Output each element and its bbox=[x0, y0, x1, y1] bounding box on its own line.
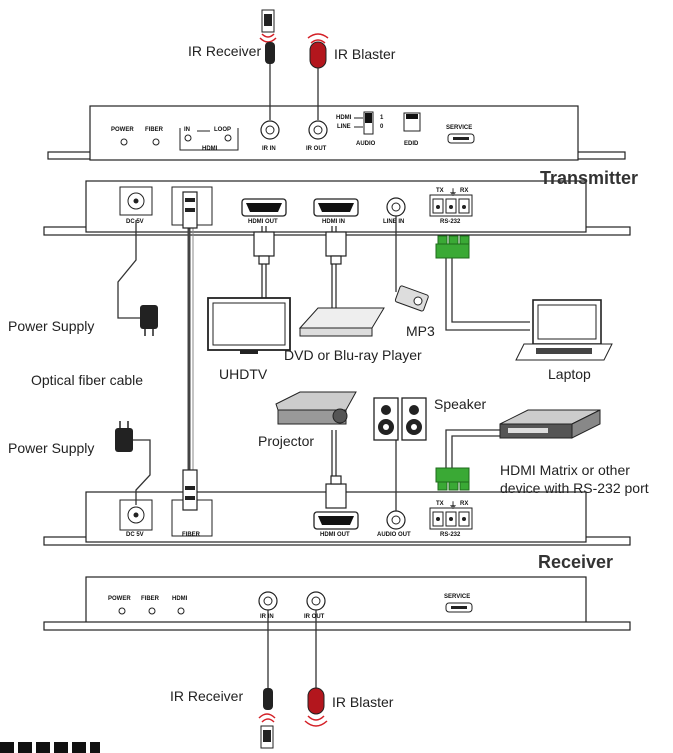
tx-power-label: POWER bbox=[111, 127, 134, 133]
rx-hdmi-out-label: HDMI OUT bbox=[320, 532, 350, 538]
dvd-player-device bbox=[298, 307, 385, 337]
projector-device bbox=[275, 391, 357, 425]
receiver-front-panel bbox=[43, 576, 631, 631]
tx-dc5v-label: DC 5V bbox=[126, 219, 144, 225]
ground-icon: ⏚ bbox=[449, 501, 457, 510]
tx-ir-in-label: IR IN bbox=[262, 146, 276, 152]
hdmi-matrix-label-line2: device with RS-232 port bbox=[500, 480, 649, 496]
rx-fiber-label: FIBER bbox=[182, 532, 200, 538]
receiver-label: Receiver bbox=[538, 552, 614, 572]
rx-dc5v-label: DC 5V bbox=[126, 532, 144, 538]
tx-edid-label: EDID bbox=[404, 141, 419, 147]
power-supply-tx-label: Power Supply bbox=[8, 318, 95, 334]
tx-fiber-label: FIBER bbox=[145, 127, 163, 133]
laptop-device bbox=[515, 299, 613, 361]
hdmi-matrix-label: HDMI Matrix or other bbox=[500, 462, 630, 478]
hdmi-plugs bbox=[253, 231, 347, 509]
rx-audio-out-label: AUDIO OUT bbox=[377, 532, 411, 538]
tx-rs232-label: RS-232 bbox=[440, 219, 461, 225]
power-adapter-rx bbox=[115, 421, 133, 452]
tx-service-label: SERVICE bbox=[446, 125, 473, 131]
speaker-label: Speaker bbox=[434, 396, 487, 412]
ir-receiver-bottom-device bbox=[258, 688, 276, 749]
tx-switch-0-label: 0 bbox=[380, 124, 384, 130]
tx-rs232-tx-label: TX bbox=[436, 188, 444, 194]
tx-switch-1-label: 1 bbox=[380, 115, 384, 121]
receiver-rear-panel bbox=[43, 491, 631, 546]
rx-rs232-rx-label: RX bbox=[460, 501, 469, 507]
speaker-device bbox=[373, 397, 427, 441]
hdmi-logo-fragment bbox=[0, 742, 100, 753]
ground-icon: ⏚ bbox=[449, 188, 457, 197]
uhdtv-label: UHDTV bbox=[219, 366, 268, 382]
rs232-plugs bbox=[435, 235, 470, 491]
rx-fiber-label-front: FIBER bbox=[141, 596, 159, 602]
ir-blaster-top-device bbox=[307, 33, 329, 69]
tx-line-in-label: LINE IN bbox=[383, 219, 405, 225]
mp3-label: MP3 bbox=[406, 323, 435, 339]
power-adapter-tx bbox=[140, 305, 158, 336]
uhdtv-device bbox=[207, 297, 291, 354]
rx-hdmi-label: HDMI bbox=[172, 596, 188, 602]
rx-service-label: SERVICE bbox=[444, 594, 471, 600]
tx-audio-label: AUDIO bbox=[356, 141, 376, 147]
transmitter-label: Transmitter bbox=[540, 168, 639, 188]
power-supply-rx-label: Power Supply bbox=[8, 440, 95, 456]
ir-receiver-top-label: IR Receiver bbox=[188, 43, 262, 59]
transmitter-rear-panel bbox=[43, 180, 631, 236]
ir-blaster-bottom-label: IR Blaster bbox=[332, 694, 394, 710]
optical-fiber-label: Optical fiber cable bbox=[31, 372, 144, 388]
tx-hdmi-label: HDMI bbox=[202, 146, 218, 152]
hdmi-matrix-device bbox=[499, 409, 601, 439]
mp3-device bbox=[394, 285, 429, 312]
tx-loop-label: LOOP bbox=[214, 127, 232, 133]
tx-switch-line-label: LINE bbox=[337, 124, 351, 130]
ir-blaster-bottom-device bbox=[304, 687, 328, 727]
rx-power-label: POWER bbox=[108, 596, 131, 602]
tx-ir-out-label: IR OUT bbox=[306, 146, 327, 152]
transmitter-front-panel bbox=[47, 105, 626, 161]
tx-hdmi-in-label: HDMI IN bbox=[322, 219, 345, 225]
tx-in-label: IN bbox=[184, 127, 190, 133]
tx-hdmi-out-label: HDMI OUT bbox=[248, 219, 278, 225]
ir-receiver-bottom-label: IR Receiver bbox=[170, 688, 244, 704]
laptop-label: Laptop bbox=[548, 366, 591, 382]
ir-receiver-top-device bbox=[259, 9, 277, 64]
tx-switch-hdmi-label: HDMI bbox=[336, 115, 352, 121]
rx-rs232-label: RS-232 bbox=[440, 532, 461, 538]
dvd-player-label: DVD or Blu-ray Player bbox=[284, 347, 422, 363]
projector-label: Projector bbox=[258, 433, 315, 449]
rx-ir-in-label: IR IN bbox=[260, 614, 274, 620]
fiber-connectors bbox=[182, 191, 198, 511]
tx-rs232-rx-label: RX bbox=[460, 188, 469, 194]
ir-blaster-top-label: IR Blaster bbox=[334, 46, 396, 62]
rx-rs232-tx-label: TX bbox=[436, 501, 444, 507]
rx-ir-out-label: IR OUT bbox=[304, 614, 325, 620]
